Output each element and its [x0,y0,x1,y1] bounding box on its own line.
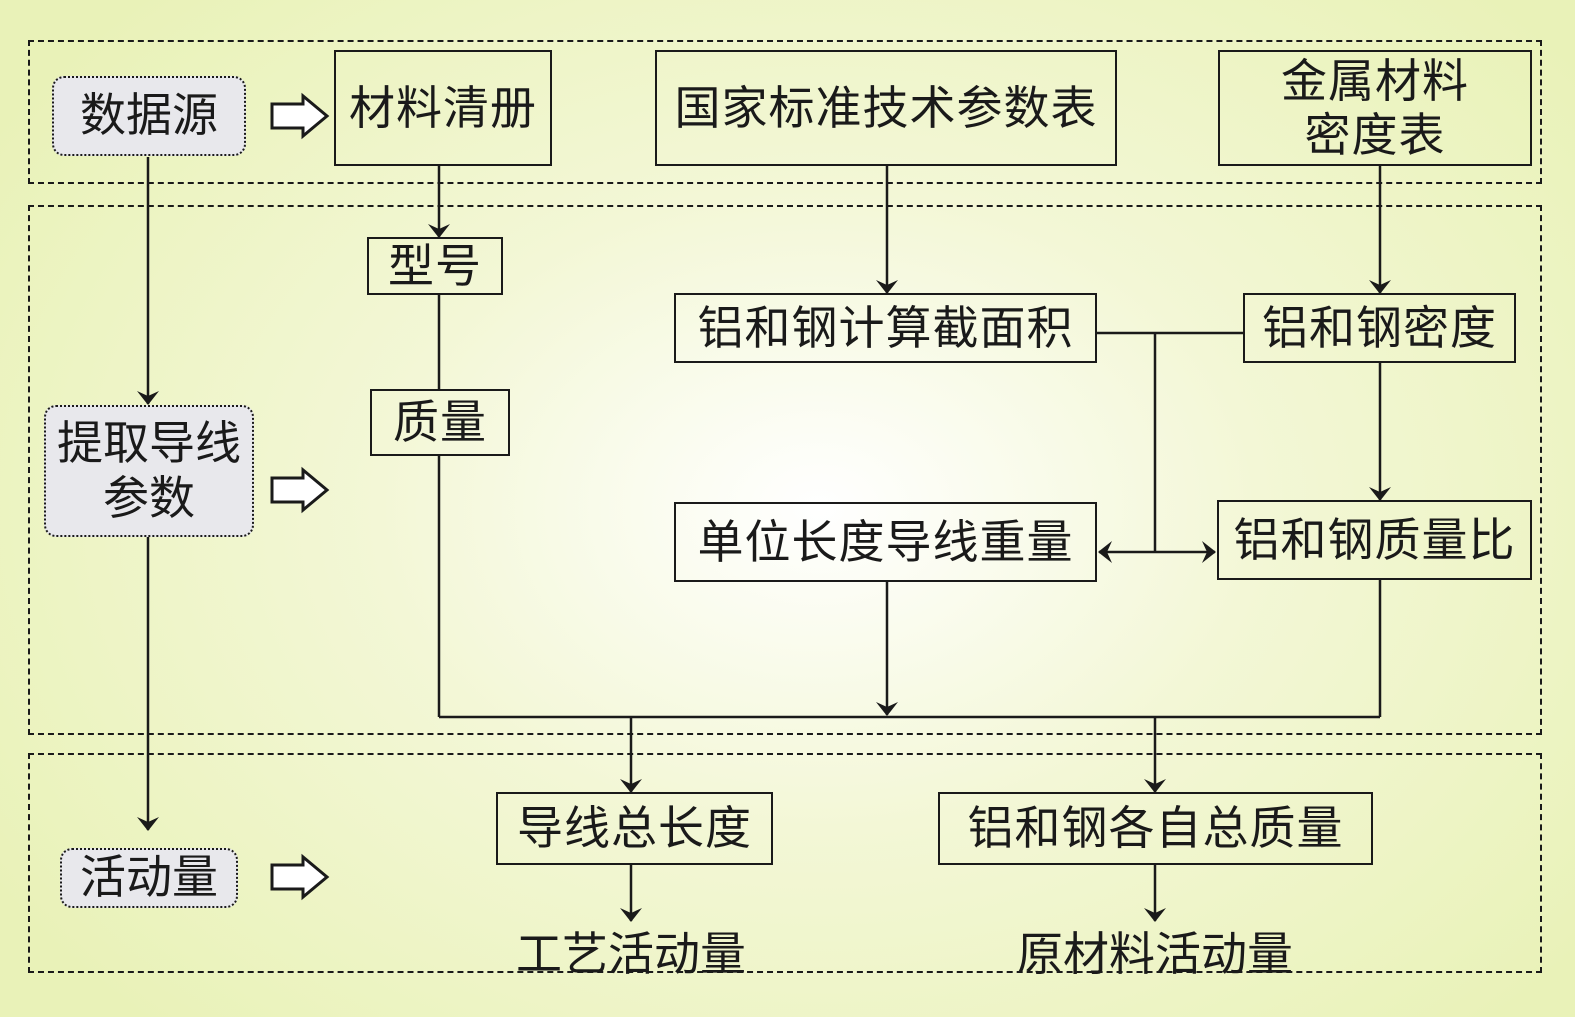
node-unit-weight-label: 单位长度导线重量 [697,514,1074,569]
node-material-list: 材料清册 [334,50,552,166]
node-cross-section-label: 铝和钢计算截面积 [697,300,1074,355]
node-total-length: 导线总长度 [496,792,773,865]
node-density-label: 铝和钢密度 [1262,300,1497,355]
node-density-table: 金属材料 密度表 [1218,50,1532,166]
stage-activity: 活动量 [60,848,238,908]
label-process-activity: 工艺活动量 [516,927,746,981]
node-model: 型号 [367,237,503,295]
node-mass-ratio: 铝和钢质量比 [1217,500,1532,580]
node-unit-weight: 单位长度导线重量 [674,502,1097,582]
node-total-mass-label: 铝和钢各自总质量 [967,801,1344,856]
node-national-standard-label: 国家标准技术参数表 [674,80,1098,135]
node-material-list-label: 材料清册 [349,80,537,135]
stage-extract-parameters: 提取导线 参数 [44,405,254,537]
activity-region [28,753,1542,973]
node-mass-label: 质量 [393,395,487,450]
stage-extract-parameters-label: 提取导线 参数 [57,415,241,525]
node-national-standard: 国家标准技术参数表 [655,50,1117,166]
source-region [28,40,1542,184]
node-density-table-label: 金属材料 密度表 [1281,53,1469,162]
block-arrow-source [270,92,330,140]
node-total-length-label: 导线总长度 [517,801,752,856]
node-model-label: 型号 [388,238,482,293]
node-mass-ratio-label: 铝和钢质量比 [1233,512,1516,567]
block-arrow-activity [270,853,330,901]
label-raw-material-activity: 原材料活动量 [1017,927,1293,981]
parameter-region [28,205,1542,735]
node-density: 铝和钢密度 [1243,293,1516,363]
stage-data-source: 数据源 [52,76,246,156]
node-total-mass: 铝和钢各自总质量 [938,792,1373,865]
stage-data-source-label: 数据源 [80,88,218,143]
node-mass: 质量 [370,389,510,456]
node-cross-section: 铝和钢计算截面积 [674,293,1097,363]
block-arrow-extract [270,466,330,514]
stage-activity-label: 活动量 [80,850,218,905]
